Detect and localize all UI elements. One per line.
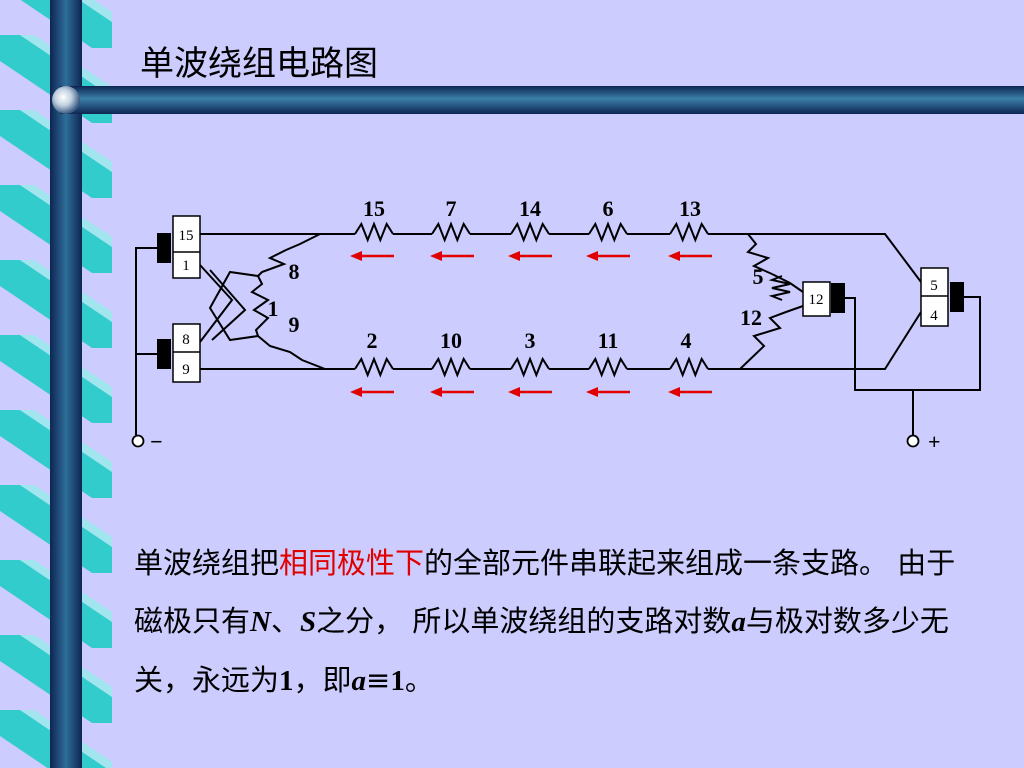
segment-1-label: 1 <box>182 258 190 274</box>
coil-5-wire <box>746 233 773 275</box>
coil-label: 15 <box>363 196 385 221</box>
ribbon-highlight <box>79 0 112 22</box>
symbol-a: a <box>731 606 746 638</box>
current-arrow-head <box>430 387 442 397</box>
segment-4-label: 4 <box>930 308 938 324</box>
coil-label-12: 12 <box>740 305 762 330</box>
symbol-N: N <box>250 606 271 638</box>
number-one: 1 <box>279 665 294 697</box>
text-run: 。 <box>404 663 434 697</box>
top-coil-zigzag <box>669 221 709 243</box>
segment-15-label: 15 <box>179 228 194 244</box>
coil-label: 2 <box>367 328 378 353</box>
left-cross-wire-b <box>209 269 247 341</box>
current-arrow-head <box>508 387 520 397</box>
segment-5-label: 5 <box>930 278 938 294</box>
current-arrow-head <box>350 387 362 397</box>
bottom-coil-labels: 2 10 3 11 4 <box>367 328 692 353</box>
minus-sign: − <box>150 429 163 454</box>
brush-right-mid <box>831 283 845 313</box>
text-run: ，即 <box>293 663 352 697</box>
text-run: 单波绕组把 <box>134 546 280 580</box>
brush-left-top <box>157 233 171 263</box>
plus-terminal <box>906 434 920 448</box>
current-arrow-head <box>350 251 362 261</box>
coil-label: 3 <box>525 328 536 353</box>
symbol-S: S <box>299 606 317 638</box>
current-arrow-head <box>668 387 680 397</box>
right-mid-segment-box: 12 <box>802 281 831 317</box>
minus-lead <box>135 247 157 435</box>
top-coil-zigzag <box>431 221 471 243</box>
coil-label-5: 5 <box>753 264 764 289</box>
minus-terminal <box>131 434 145 448</box>
left-cross-wire-a <box>199 264 234 343</box>
coil-label: 14 <box>519 196 541 221</box>
coil-label: 10 <box>440 328 462 353</box>
plus-sign: + <box>928 429 941 454</box>
coil-label-9: 9 <box>289 312 300 337</box>
current-arrow-head <box>586 251 598 261</box>
text-run: ≡ <box>366 663 391 697</box>
coil-label: 4 <box>681 328 692 353</box>
coil-1-zigzag <box>250 275 270 337</box>
top-coil-zigzag <box>510 221 550 243</box>
current-arrow-head <box>586 387 598 397</box>
text-run: 、 <box>270 604 300 638</box>
coil-1-wire <box>208 270 259 342</box>
current-arrow-head <box>430 251 442 261</box>
right-segment-box: 5 4 <box>920 267 949 327</box>
right-mid-lead <box>845 297 913 391</box>
current-arrow-head <box>668 251 680 261</box>
coil-label: 13 <box>679 196 701 221</box>
top-coil-zigzag <box>354 221 394 243</box>
highlight-text: 相同极性下 <box>279 546 425 580</box>
bottom-coil-zigzag <box>588 356 628 378</box>
bottom-coil-zigzag <box>669 356 709 378</box>
segment-8-label: 8 <box>182 332 190 348</box>
bottom-coil-zigzag <box>431 356 471 378</box>
coil-label-8: 8 <box>289 259 300 284</box>
description-paragraph: 单波绕组把相同极性下的全部元件串联起来组成一条支路。 由于磁极只有N、S之分， … <box>134 534 974 710</box>
right-lead <box>913 296 981 391</box>
text-run: 与极对数多少无关，永远为 <box>134 604 949 697</box>
text-run: 之分， 所以单波绕组的支路对数 <box>316 604 732 638</box>
coil-label: 7 <box>446 196 457 221</box>
circuit-wires <box>135 221 981 435</box>
brush-right <box>950 282 964 312</box>
left-bottom-segment-box: 8 9 <box>172 323 201 383</box>
left-top-segment-box: 15 1 <box>172 215 201 279</box>
bottom-coil-zigzag <box>354 356 394 378</box>
coil-label: 11 <box>598 328 619 353</box>
coil-8-wire <box>257 233 321 277</box>
segment-12-label: 12 <box>809 292 824 308</box>
top-coil-zigzag <box>588 221 628 243</box>
right-top-wire <box>748 233 922 283</box>
current-arrows <box>350 251 712 397</box>
coil-label: 6 <box>603 196 614 221</box>
page-title: 单波绕组电路图 <box>140 44 378 84</box>
brush-left-bottom <box>157 339 171 369</box>
symbol-a: a <box>351 665 367 697</box>
top-coil-labels: 15 7 14 6 13 <box>363 196 701 221</box>
coil-12-wire <box>739 305 804 370</box>
coil-9-wire <box>257 335 326 370</box>
right-bottom-wire <box>740 311 922 370</box>
number-one: 1 <box>390 665 405 697</box>
segment-9-label: 9 <box>182 362 190 378</box>
coil-right-zigzag <box>768 275 791 301</box>
coil-label-1: 1 <box>268 296 279 321</box>
current-arrow-head <box>508 251 520 261</box>
text-run: 的全部元件串联起来组成一条支路。 由于磁极只有 <box>134 546 956 638</box>
bottom-coil-zigzag <box>510 356 550 378</box>
